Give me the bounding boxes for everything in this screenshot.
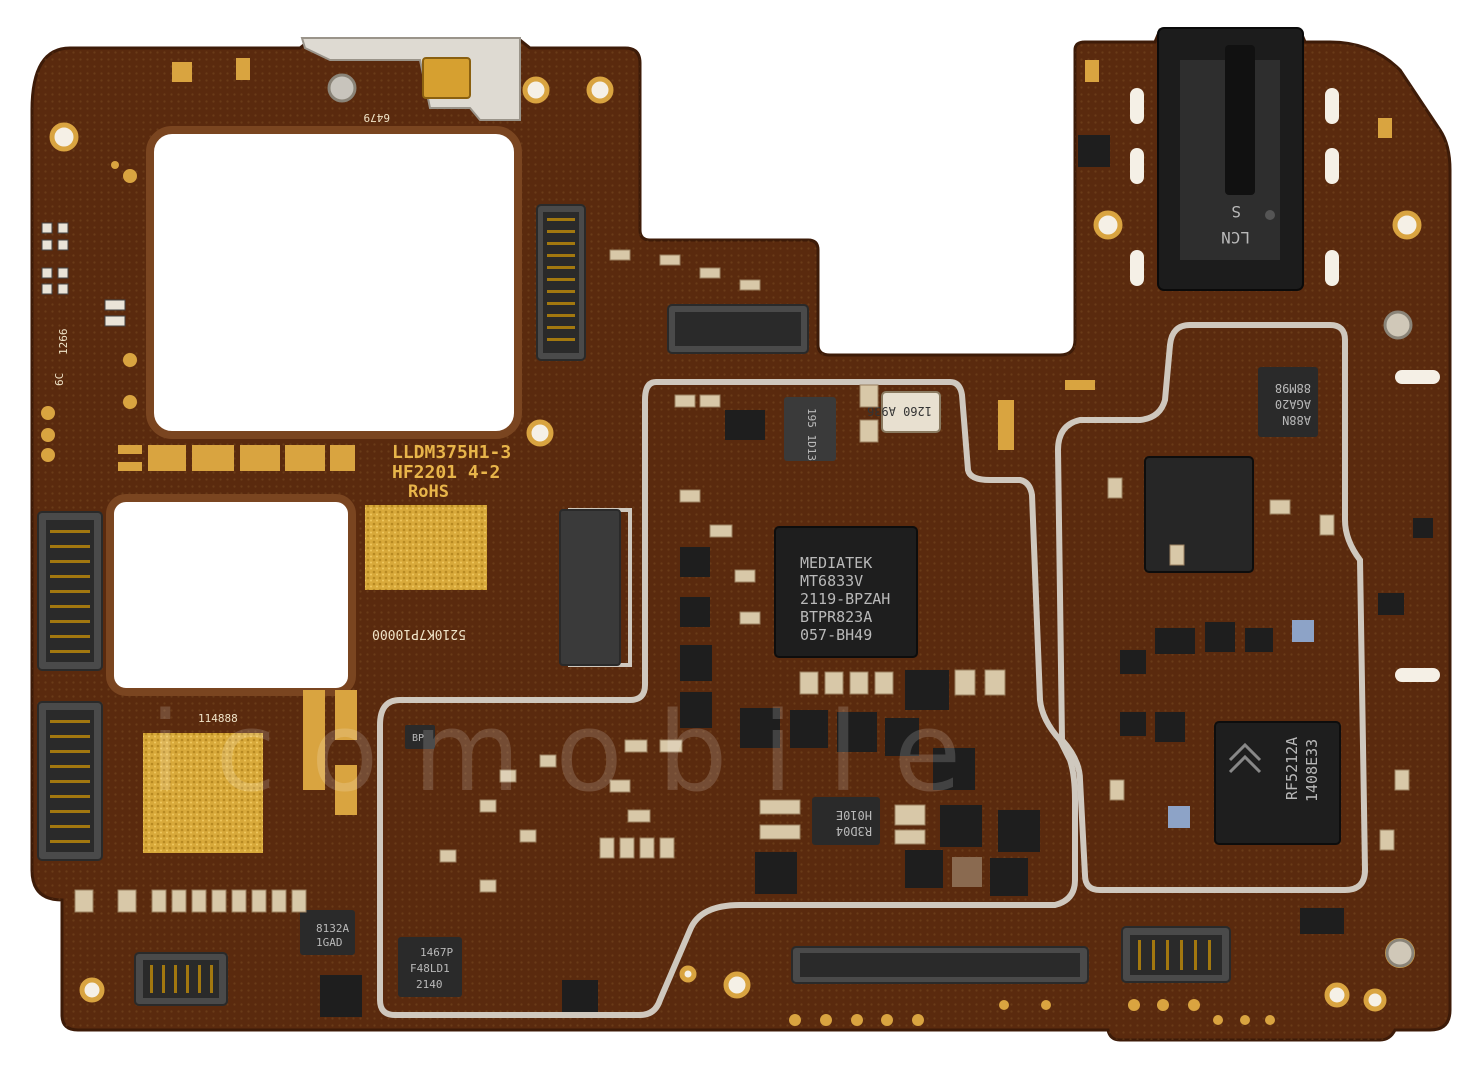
board-corner-code-b: 1266	[57, 329, 70, 356]
chip-1467p	[398, 937, 462, 997]
chip-8132a-line1: 8132A	[316, 922, 349, 935]
chip-1467p-line2: F48LD1	[410, 962, 450, 975]
svg-text:MT6833V: MT6833V	[800, 572, 863, 590]
board-serial-label: 5210K7P10000	[372, 626, 466, 641]
chip-top-mid-label: 195 1D13	[805, 408, 818, 461]
blue-component-1	[1292, 620, 1314, 642]
cutout-top-left	[146, 126, 522, 439]
board-corner-code-a: 6C	[53, 373, 66, 386]
test-pads	[41, 161, 1275, 1026]
connector-pins	[50, 218, 1211, 993]
svg-text:AGA20: AGA20	[1275, 397, 1311, 411]
crystal-label: 1260 A936	[867, 404, 932, 418]
board-mark-left: 114888	[198, 712, 238, 725]
chip-8132a-line2: 1GAD	[316, 936, 343, 949]
blue-component-2	[1168, 806, 1190, 828]
power-components	[320, 135, 1433, 1017]
chip-rf-text-1: RF5212A	[1283, 737, 1301, 800]
top-capacitor	[422, 57, 471, 99]
svg-text:R3D04: R3D04	[836, 824, 872, 838]
svg-text:057-BH49: 057-BH49	[800, 626, 872, 644]
chip-top-mid	[784, 397, 836, 461]
shield-frame-center	[377, 379, 1078, 1018]
chip-rf5212a	[1214, 721, 1341, 845]
gold-strip	[118, 445, 355, 471]
board-rohs: RoHS	[408, 482, 449, 502]
rf-connector-bottom-icon	[1385, 938, 1415, 968]
chip-r3d04-text: R3D04 H010E	[836, 808, 872, 838]
svg-text:2119-BPZAH: 2119-BPZAH	[800, 590, 890, 608]
audio-jack-label-s: S	[1231, 202, 1241, 221]
mounting-holes	[49, 76, 1422, 1012]
svg-text:BTPR823A: BTPR823A	[800, 608, 872, 626]
left-small-parts	[41, 222, 126, 327]
chip-r3d04	[812, 797, 880, 845]
chip-bp	[405, 725, 435, 749]
chip-rf-text-2: 1408E33	[1303, 739, 1321, 802]
chip-large-square	[1144, 456, 1254, 573]
passive-components	[74, 249, 1410, 913]
svg-text:H010E: H010E	[836, 808, 872, 822]
rf-connector-right-icon	[1383, 310, 1413, 340]
gold-plate-upper	[365, 505, 487, 590]
audio-jack-label-lcn: LCN	[1221, 228, 1250, 247]
svg-text:88M98: 88M98	[1275, 381, 1311, 395]
chip-8132a	[300, 910, 355, 955]
board-model-code: LLDM375H1-3	[392, 442, 511, 463]
board-batch-code: HF2201 4-2	[392, 462, 500, 483]
chip-rf-logo-icon	[1228, 742, 1262, 774]
right-slots	[1130, 88, 1440, 682]
audio-jack	[1157, 27, 1304, 291]
rf-connector-top-icon	[327, 73, 357, 103]
chip-mediatek	[774, 526, 918, 658]
svg-text:A88N: A88N	[1282, 413, 1311, 427]
watermark-large: i c o m o b i l e	[150, 688, 961, 816]
bronze-component	[952, 857, 982, 887]
gold-plate-lower	[143, 733, 263, 853]
chip-bp-label: BP	[412, 733, 424, 744]
chip-right-top-text: A88N AGA20 88M98	[1275, 381, 1311, 427]
chip-1467p-line3: 2140	[416, 978, 443, 991]
chip-mediatek-text: MEDIATEK MT6833V 2119-BPZAH BTPR823A 057…	[800, 554, 890, 644]
crystal-oscillator	[881, 391, 941, 433]
svg-text:MEDIATEK: MEDIATEK	[800, 554, 872, 572]
chip-right-top	[1258, 367, 1318, 437]
shield-frame-right	[1054, 322, 1369, 893]
board-mark-top: 6479	[364, 111, 391, 124]
cutout-mid-left	[106, 494, 356, 696]
chip-1467p-line1: 1467P	[420, 946, 453, 959]
